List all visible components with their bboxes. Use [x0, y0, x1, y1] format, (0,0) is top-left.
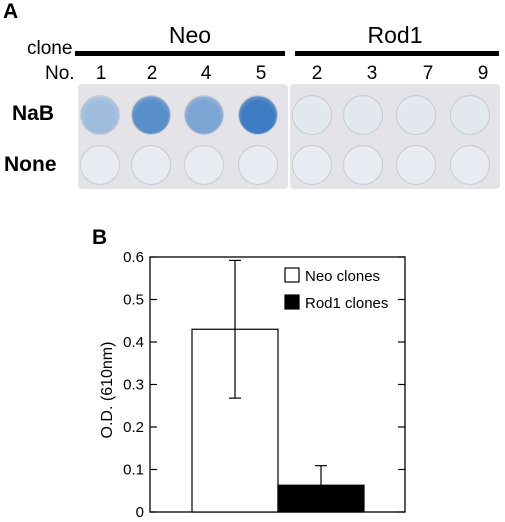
y-tick-label: 0.3	[123, 377, 144, 394]
row-label-none: None	[4, 153, 57, 176]
well	[396, 145, 436, 185]
well	[450, 145, 490, 185]
well	[343, 145, 383, 185]
y-tick-label: 0	[136, 504, 144, 521]
clone-label: clone	[27, 38, 73, 59]
group-title-neo: Neo	[168, 22, 212, 48]
well	[80, 95, 120, 135]
clone-number: 9	[477, 63, 489, 84]
clone-number: 5	[255, 63, 267, 84]
legend-swatch	[284, 294, 300, 310]
clone-number: 2	[311, 63, 323, 84]
well	[184, 95, 224, 135]
y-tick-label: 0.4	[123, 334, 144, 351]
well	[450, 95, 490, 135]
clone-number: 7	[422, 63, 434, 84]
well	[184, 145, 224, 185]
well	[396, 95, 436, 135]
well	[343, 95, 383, 135]
well	[131, 95, 171, 135]
y-tick-label: 0.1	[123, 462, 144, 479]
neo-group-bar	[75, 51, 285, 56]
well-plate-neo	[78, 84, 288, 189]
y-tick-label: 0.2	[123, 419, 144, 436]
row-label-nab: NaB	[12, 102, 55, 125]
legend-label: Rod1 clones	[305, 295, 388, 312]
legend-swatch	[284, 267, 300, 283]
clone-number: 4	[200, 63, 212, 84]
rod1-group-bar	[295, 51, 499, 56]
well	[238, 145, 278, 185]
y-tick-label: 0.6	[123, 249, 144, 266]
panel-b-label: B	[92, 226, 108, 249]
y-axis-label: O.D. (610nm)	[99, 342, 116, 439]
number-label: No.	[45, 63, 75, 84]
panel-a-label: A	[3, 0, 19, 23]
well	[131, 145, 171, 185]
y-tick-label: 0.5	[123, 292, 144, 309]
well-plate-rod1	[290, 84, 500, 189]
clone-number: 3	[366, 63, 378, 84]
group-title-rod1: Rod1	[367, 22, 423, 48]
well	[80, 145, 120, 185]
legend-label: Neo clones	[305, 268, 380, 285]
clone-number: 1	[95, 63, 107, 84]
well	[292, 145, 332, 185]
well	[238, 95, 278, 135]
well	[292, 95, 332, 135]
clone-number: 2	[146, 63, 158, 84]
